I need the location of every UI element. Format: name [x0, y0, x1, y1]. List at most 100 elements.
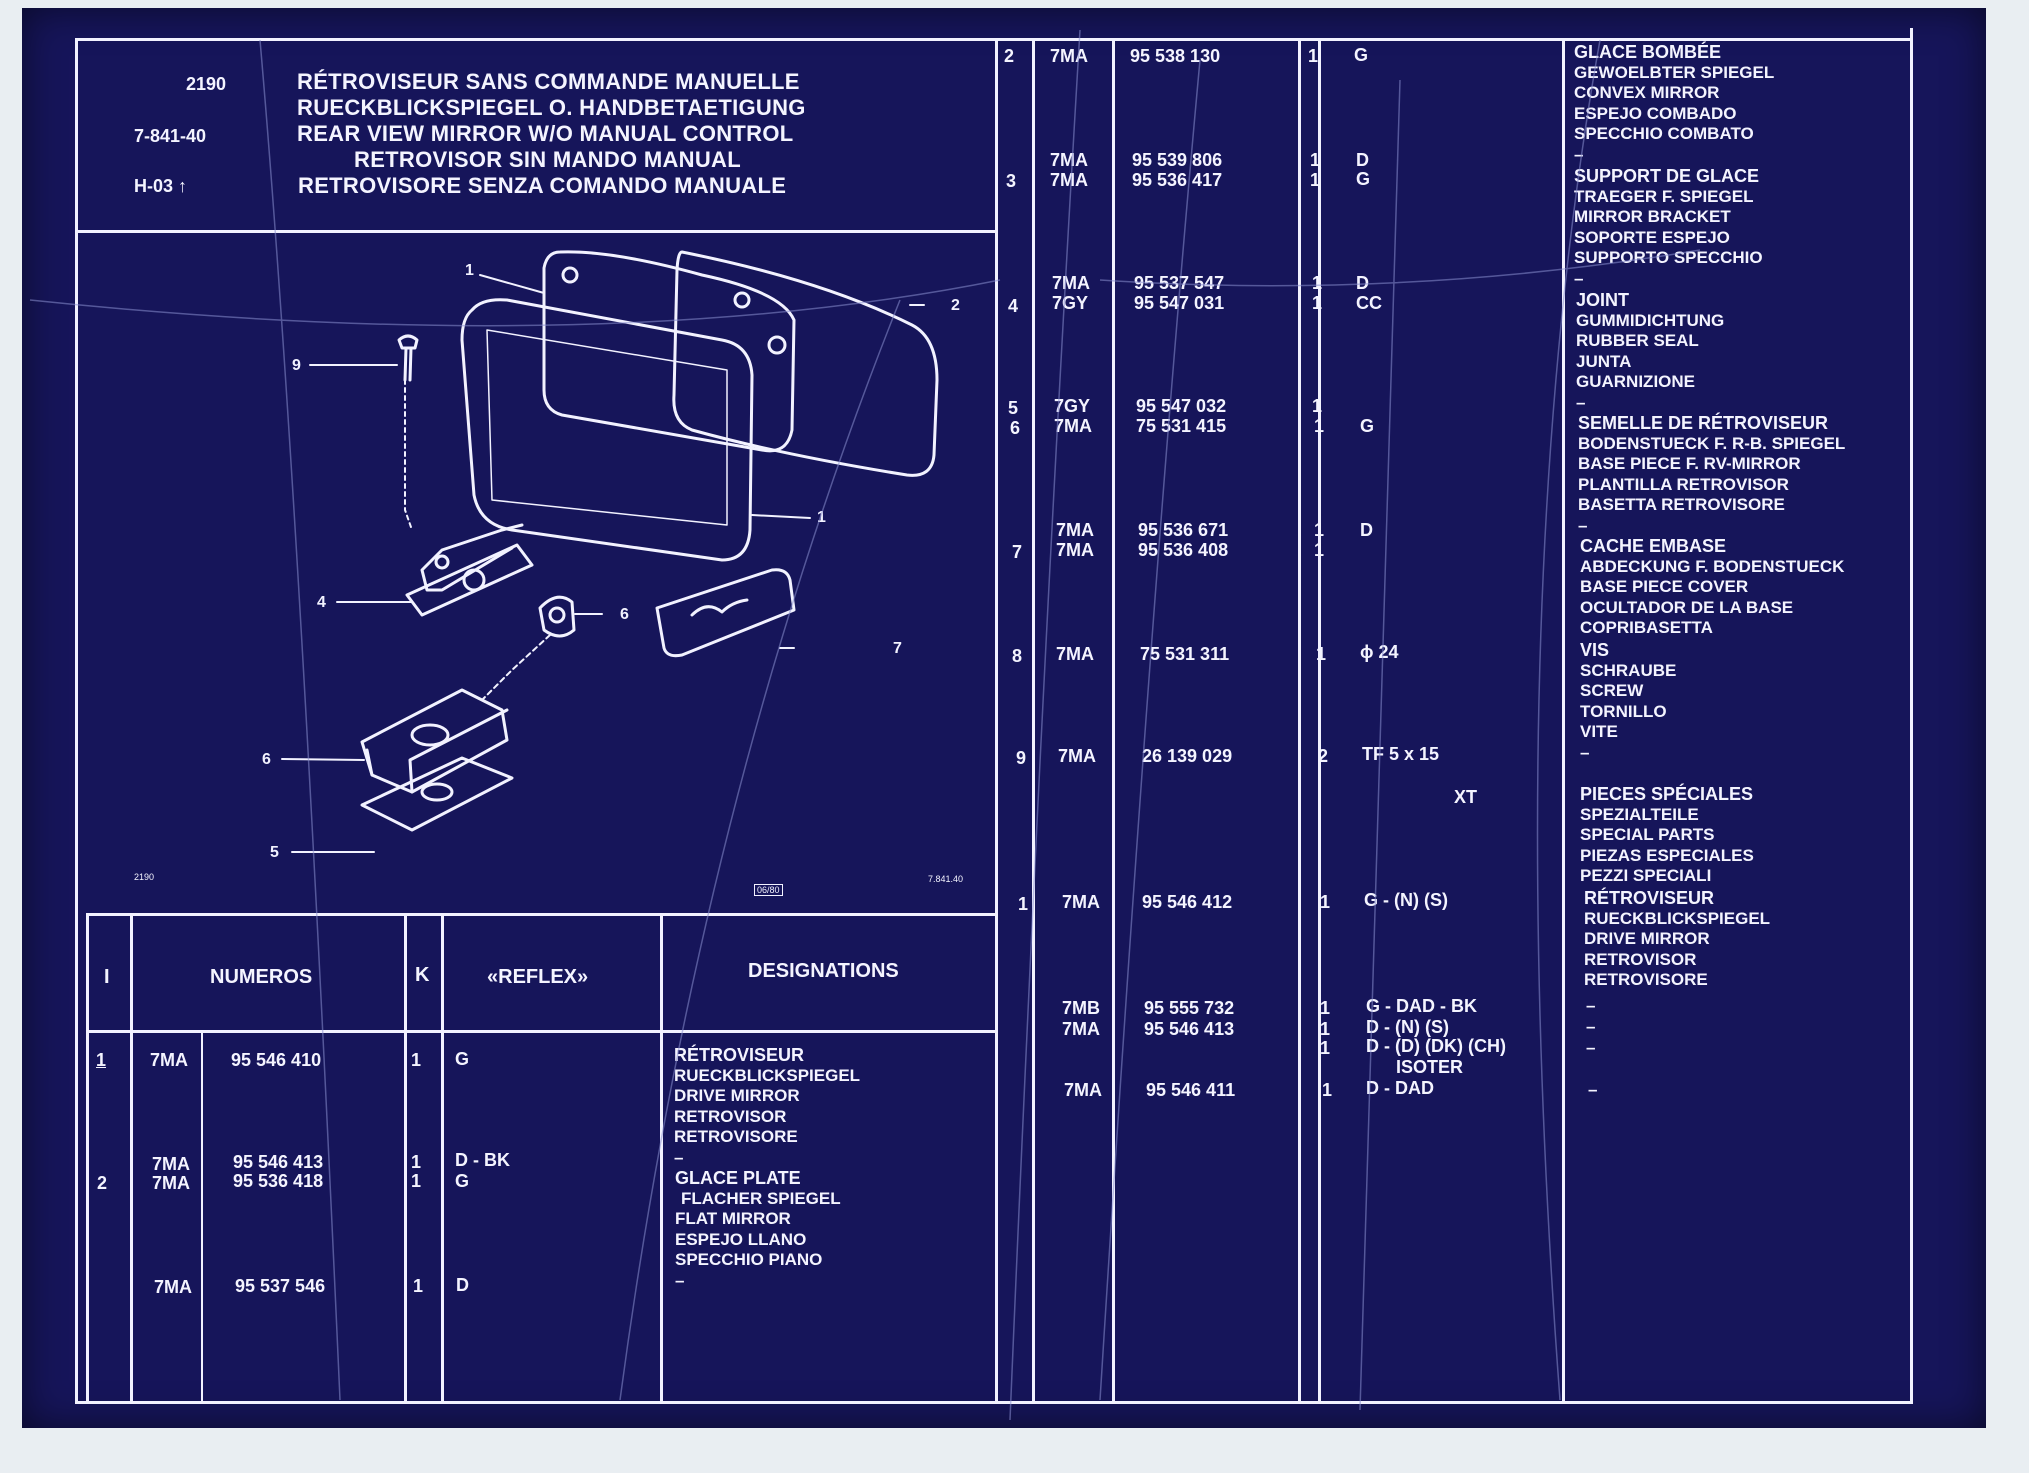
table-row-code: 7GY — [1054, 396, 1091, 416]
table-row-number: 95 546 412 — [1142, 892, 1233, 912]
table-row-code: 7GY — [1052, 293, 1089, 313]
designation-line: SPECCHIO PIANO — [675, 1250, 823, 1269]
designation-line: SCREW — [1580, 681, 1644, 700]
designation-line: – — [1574, 144, 1584, 164]
table-row-k: 1 — [1312, 273, 1323, 293]
table-row-reflex: D - DAD — [1366, 1078, 1434, 1098]
table-row-code: 7MA — [1054, 416, 1093, 436]
title-en: REAR VIEW MIRROR W/O MANUAL CONTROL — [297, 121, 794, 146]
table-row-index: 2 — [97, 1173, 108, 1193]
title-fr: RÉTROVISEUR SANS COMMANDE MANUELLE — [297, 69, 800, 94]
table-row-number: 95 539 806 — [1132, 150, 1223, 170]
designation-title: VIS — [1580, 640, 1610, 660]
col-header-index: I — [104, 966, 110, 988]
designation-line: FLAT MIRROR — [675, 1209, 791, 1228]
designation-line: FLACHER SPIEGEL — [681, 1188, 841, 1208]
designation-line: COPRIBASETTA — [1580, 618, 1713, 637]
table-row-number: 95 537 547 — [1134, 273, 1225, 293]
designation-line: RUECKBLICKSPIEGEL — [1584, 908, 1771, 928]
table-row-number: 75 531 311 — [1140, 644, 1230, 664]
table-row-k: 1 — [1320, 892, 1331, 912]
glass-part — [672, 250, 939, 477]
table-row-code: 7MA — [1064, 1080, 1103, 1100]
table-row-reflex: D — [456, 1275, 469, 1295]
diagram-footer-mid: 06/80 — [754, 884, 783, 896]
designation-title: GLACE BOMBÉE — [1574, 42, 1722, 62]
callout-1: 1 — [817, 509, 826, 526]
designation-line: TORNILLO — [1580, 701, 1667, 721]
title-de: RUECKBLICKSPIEGEL O. HANDBETAETIGUNG — [297, 95, 806, 120]
table-row-number: 95 536 417 — [1132, 170, 1223, 190]
designation-line: GUMMIDICHTUNG — [1576, 310, 1725, 330]
col-header-numeros: NUMEROS — [210, 966, 313, 988]
table-row-k: 1 — [1314, 540, 1325, 560]
designation-line: ABDECKUNG F. BODENSTUECK — [1580, 556, 1845, 576]
designation-line: ESPEJO LLANO — [675, 1229, 807, 1249]
designation-line: OCULTADOR DE LA BASE — [1580, 597, 1794, 617]
table-row-index: 4 — [1008, 296, 1019, 316]
table-row-reflex: G — [455, 1049, 470, 1069]
designation-line: – — [675, 1270, 685, 1290]
table-row-reflex: G — [1356, 169, 1371, 189]
table-row-reflex: ISOTER — [1396, 1057, 1464, 1077]
table-row-k: 1 — [1310, 150, 1321, 170]
table-row-k: 1 — [1320, 1019, 1331, 1039]
table-row-index: 3 — [1006, 171, 1017, 191]
col-header-k: K — [415, 964, 430, 986]
bracket-part — [542, 250, 796, 453]
right-col-1 — [1032, 38, 1035, 1403]
right-col-2 — [1112, 38, 1115, 1403]
designation-line: VITE — [1580, 722, 1618, 741]
designation-line: RETROVISOR — [1584, 949, 1697, 969]
left-panel-right-border — [995, 38, 998, 1403]
table-row-code: 7MA — [1062, 892, 1101, 912]
frame-top — [75, 38, 1913, 41]
table-row-k: 1 — [1316, 644, 1327, 664]
designation-line: PLANTILLA RETROVISOR — [1578, 474, 1789, 494]
designation-title: GLACE PLATE — [675, 1168, 801, 1188]
table-row-reflex: G - DAD - BK — [1366, 996, 1477, 1016]
designation-line: BASE PIECE F. RV-MIRROR — [1578, 454, 1801, 473]
table-row-code: 7MA — [1050, 170, 1089, 190]
designation-line: GEWOELBTER SPIEGEL — [1574, 62, 1775, 82]
table-row-reflex: TF 5 x 15 — [1362, 744, 1440, 764]
table-row-code: 7MB — [1062, 998, 1101, 1018]
designation-line: DRIVE MIRROR — [674, 1086, 800, 1105]
exploded-parts-diagram: 9 1 2 1 4 6 7 6 5 — [262, 250, 960, 861]
designation-line: CONVEX MIRROR — [1574, 83, 1720, 102]
designation-block-retroviseur-special: RÉTROVISEUR RUECKBLICKSPIEGEL DRIVE MIRR… — [1584, 888, 1770, 991]
screw-part — [397, 334, 419, 350]
designation-line: DRIVE MIRROR — [1584, 929, 1710, 948]
designation-line: RUECKBLICKSPIEGEL — [674, 1065, 861, 1085]
table-row-index: 5 — [1008, 398, 1019, 418]
table-row-reflex: D — [1356, 150, 1369, 170]
header-divider — [75, 230, 997, 233]
table-row-reflex: D — [1360, 520, 1373, 540]
table-header-line — [86, 1030, 997, 1033]
table-row-code: 7MA — [1062, 1019, 1101, 1039]
designation-block-retroviseur: RÉTROVISEUR RUECKBLICKSPIEGEL DRIVE MIRR… — [674, 1045, 860, 1168]
callout-4: 4 — [317, 594, 326, 611]
designation-line: SCHRAUBE — [1580, 660, 1677, 680]
left-col-3 — [404, 913, 407, 1403]
designation-block-support-glace: SUPPORT DE GLACE TRAEGER F. SPIEGEL MIRR… — [1574, 166, 1763, 289]
designation-dash: – — [1586, 1038, 1596, 1057]
designation-line: – — [1574, 268, 1584, 288]
frame-right — [1910, 28, 1913, 1404]
housing-part — [460, 298, 754, 562]
table-row-code: 7MA — [1056, 540, 1095, 560]
designation-title: SEMELLE DE RÉTROVISEUR — [1578, 413, 1829, 433]
right-col-4 — [1318, 38, 1321, 1403]
callout-7: 7 — [893, 640, 902, 657]
callout-6-block: 6 — [262, 751, 271, 768]
col-header-reflex: «REFLEX» — [487, 966, 589, 988]
table-row-number: 95 555 732 — [1144, 998, 1235, 1018]
table-row-k: 1 — [413, 1276, 424, 1296]
diagram-footer-left: 2190 — [134, 872, 155, 882]
table-row-number: 95 537 546 — [235, 1276, 326, 1296]
table-row-number: 75 531 415 — [1136, 416, 1227, 436]
left-col-5 — [660, 913, 663, 1403]
designation-line: – — [674, 1147, 684, 1167]
designation-line: RETROVISORE — [674, 1127, 798, 1146]
